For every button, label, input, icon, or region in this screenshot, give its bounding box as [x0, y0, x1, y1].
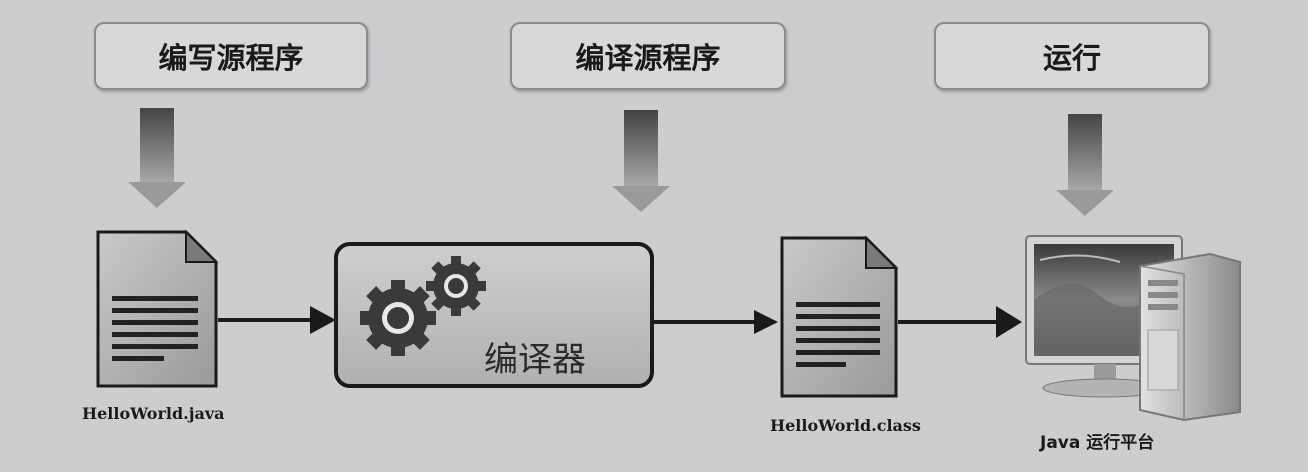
computer-icon	[1025, 235, 1241, 422]
stage-compile-label: 编译源程序	[575, 41, 721, 75]
source-file-caption: HelloWorld.java	[82, 404, 225, 423]
down-arrow-icon	[128, 108, 186, 208]
stage-run-label: 运行	[1042, 41, 1101, 75]
right-arrow-icon	[898, 306, 1022, 338]
down-arrow-icon	[612, 110, 670, 212]
stage-compile-box: 编译源程序	[510, 22, 786, 90]
right-arrow-icon	[218, 306, 336, 334]
stage-run-box: 运行	[934, 22, 1210, 90]
class-file-caption: HelloWorld.class	[770, 416, 921, 435]
stage-write-label: 编写源程序	[158, 41, 304, 75]
compiler-box	[334, 242, 654, 388]
gear-icon	[426, 256, 486, 316]
source-document-icon	[96, 229, 219, 388]
down-arrow-icon	[1056, 114, 1114, 216]
gear-icon	[360, 280, 436, 356]
compiler-label: 编译器	[484, 340, 586, 380]
platform-caption: Java 运行平台	[1040, 433, 1155, 453]
right-arrow-icon	[654, 310, 778, 334]
stage-write-box: 编写源程序	[94, 22, 368, 90]
class-document-icon	[780, 235, 899, 398]
